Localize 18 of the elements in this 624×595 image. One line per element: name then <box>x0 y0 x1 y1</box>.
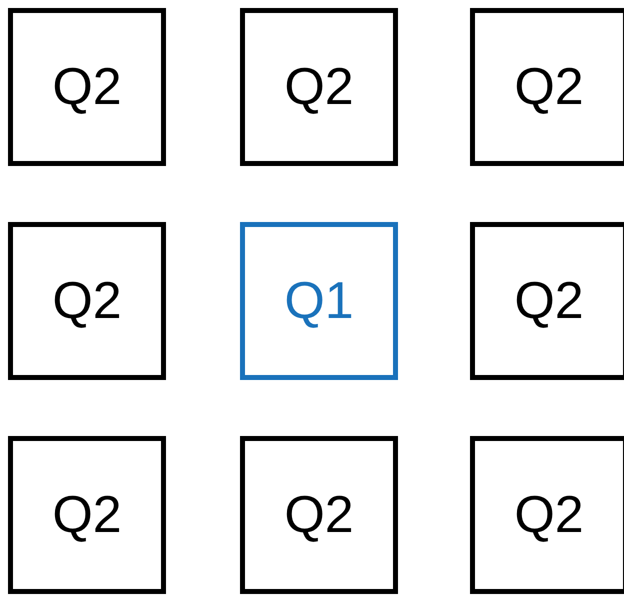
box-label: Q2 <box>52 489 122 541</box>
box-label: Q2 <box>52 275 122 327</box>
box-label: Q1 <box>284 275 354 327</box>
square-box <box>8 8 166 166</box>
box-label: Q2 <box>284 489 354 541</box>
square-box <box>8 222 166 380</box>
box-label: Q2 <box>514 489 584 541</box>
square-box <box>470 8 624 166</box>
box-label: Q2 <box>514 275 584 327</box>
box-label: Q2 <box>52 61 122 113</box>
square-box <box>240 8 398 166</box>
square-box <box>240 436 398 594</box>
box-label: Q2 <box>514 61 584 113</box>
square-box <box>8 436 166 594</box>
square-box <box>470 222 624 380</box>
square-box <box>470 436 624 594</box>
box-label: Q2 <box>284 61 354 113</box>
square-box <box>240 222 398 380</box>
